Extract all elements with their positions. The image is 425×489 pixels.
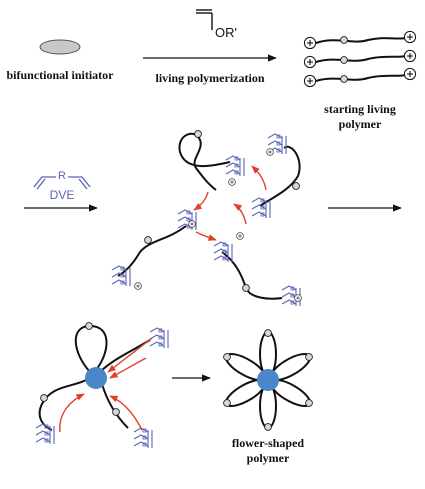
crosslinking-scene (111, 130, 302, 307)
initiator-ellipse (39, 39, 81, 55)
starting-polymer-label-line2: polymer (339, 117, 382, 131)
star-core (85, 367, 107, 389)
initiator-label: bifunctional initiator (6, 68, 114, 82)
flower-label-line2: polymer (247, 451, 290, 465)
starting-polymer-label-line1: starting living (324, 102, 396, 116)
living-polymer-chains (303, 30, 417, 88)
dve-r-label: R (58, 170, 66, 182)
vinyl-ether-monomer (196, 9, 213, 30)
star-formation (35, 322, 169, 449)
monomer-group-label: OR' (215, 25, 237, 40)
flower-polymer (223, 329, 313, 431)
polymerization-label: living polymerization (156, 71, 265, 85)
flower-core (257, 369, 279, 391)
flower-label-line1: flower-shaped (232, 436, 305, 450)
dve-crosslinker (33, 176, 91, 190)
dve-label: DVE (50, 188, 75, 202)
